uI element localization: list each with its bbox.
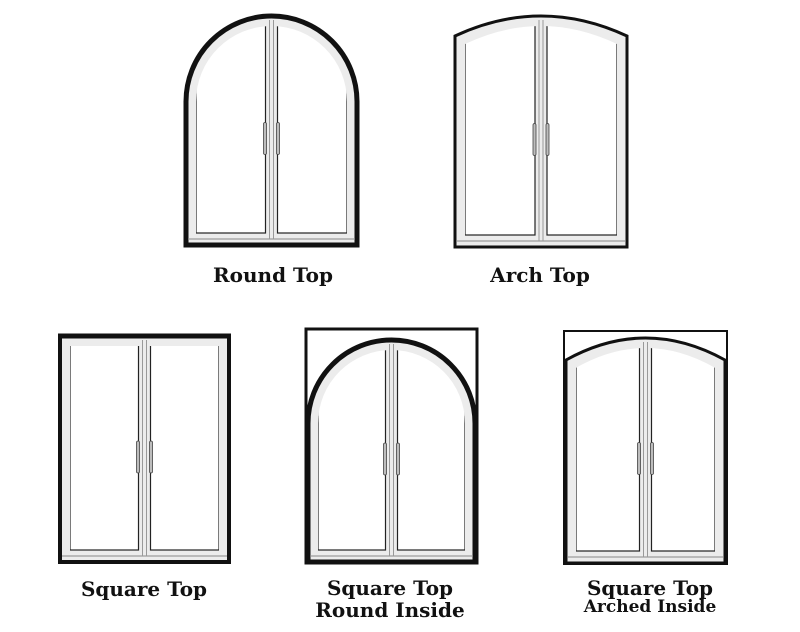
- right-handle-icon: [149, 440, 153, 474]
- label-square-top-round-inside-line2: Round Inside: [315, 598, 465, 622]
- label-square-top: Square Top: [80, 577, 208, 601]
- door-square-top-arched-inside: [564, 336, 727, 565]
- door-square-top: [58, 334, 231, 564]
- door-square-top-round-inside: [305, 337, 478, 565]
- label-round-top: Round Top: [213, 263, 333, 287]
- left-handle-icon: [637, 442, 641, 475]
- left-handle-icon: [263, 122, 267, 155]
- label-square-top-arched-inside-line1: Square Top: [586, 576, 714, 600]
- door-round-top: [183, 13, 360, 248]
- left-handle-icon: [532, 123, 537, 156]
- left-handle-icon: [136, 440, 140, 474]
- left-leaf-panel: [465, 26, 536, 236]
- right-handle-icon: [545, 123, 550, 156]
- left-handle-icon: [383, 442, 387, 476]
- label-square-top-round-inside-line1: Square Top: [326, 576, 454, 600]
- left-leaf-panel: [70, 346, 140, 551]
- right-leaf-panel: [650, 348, 715, 552]
- right-leaf-panel: [149, 346, 219, 551]
- right-leaf-panel: [546, 26, 617, 236]
- label-square-top-arched-inside-line2: Arched Inside: [583, 597, 717, 617]
- door-arch-top: [453, 14, 629, 249]
- right-handle-icon: [276, 122, 280, 155]
- right-handle-icon: [650, 442, 654, 475]
- left-leaf-panel: [576, 348, 641, 552]
- label-arch-top: Arch Top: [490, 263, 590, 287]
- right-handle-icon: [396, 442, 400, 476]
